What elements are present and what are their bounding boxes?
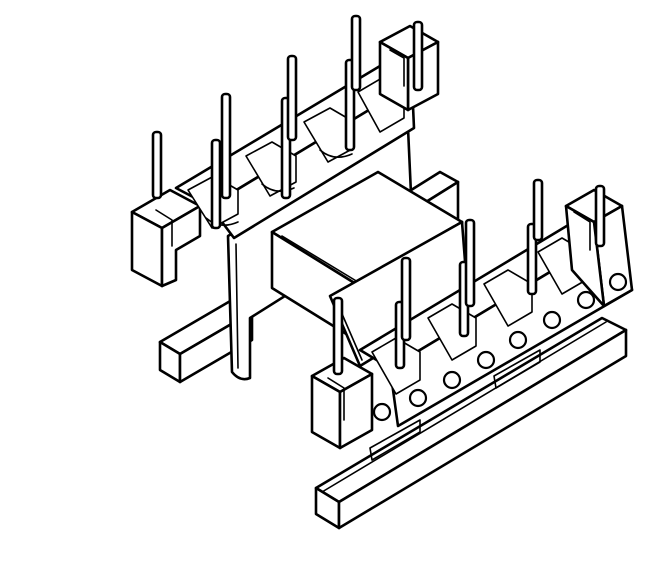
pin <box>532 178 544 242</box>
pin-hole <box>372 402 392 422</box>
pin-hole <box>408 388 428 408</box>
pin <box>350 14 362 92</box>
pin <box>220 92 232 200</box>
pin <box>594 184 606 248</box>
rear-pins <box>151 14 362 230</box>
pin <box>464 218 476 308</box>
pin-hole <box>476 350 496 370</box>
pin <box>412 20 424 92</box>
pin-hole <box>508 330 528 350</box>
front-mounting-bar <box>314 316 628 530</box>
pin <box>151 130 163 200</box>
pin-hole <box>576 290 596 310</box>
pin-hole <box>608 272 628 292</box>
pin <box>286 54 298 142</box>
pin-hole <box>442 370 462 390</box>
pin <box>526 222 538 296</box>
pin-hole <box>542 310 562 330</box>
end-block-pins <box>412 20 606 248</box>
pin <box>400 256 412 342</box>
pin <box>210 138 222 230</box>
pin <box>332 296 344 376</box>
front-pins <box>332 178 544 376</box>
front-pin-rail <box>310 188 634 461</box>
front-hole-row <box>372 272 628 422</box>
